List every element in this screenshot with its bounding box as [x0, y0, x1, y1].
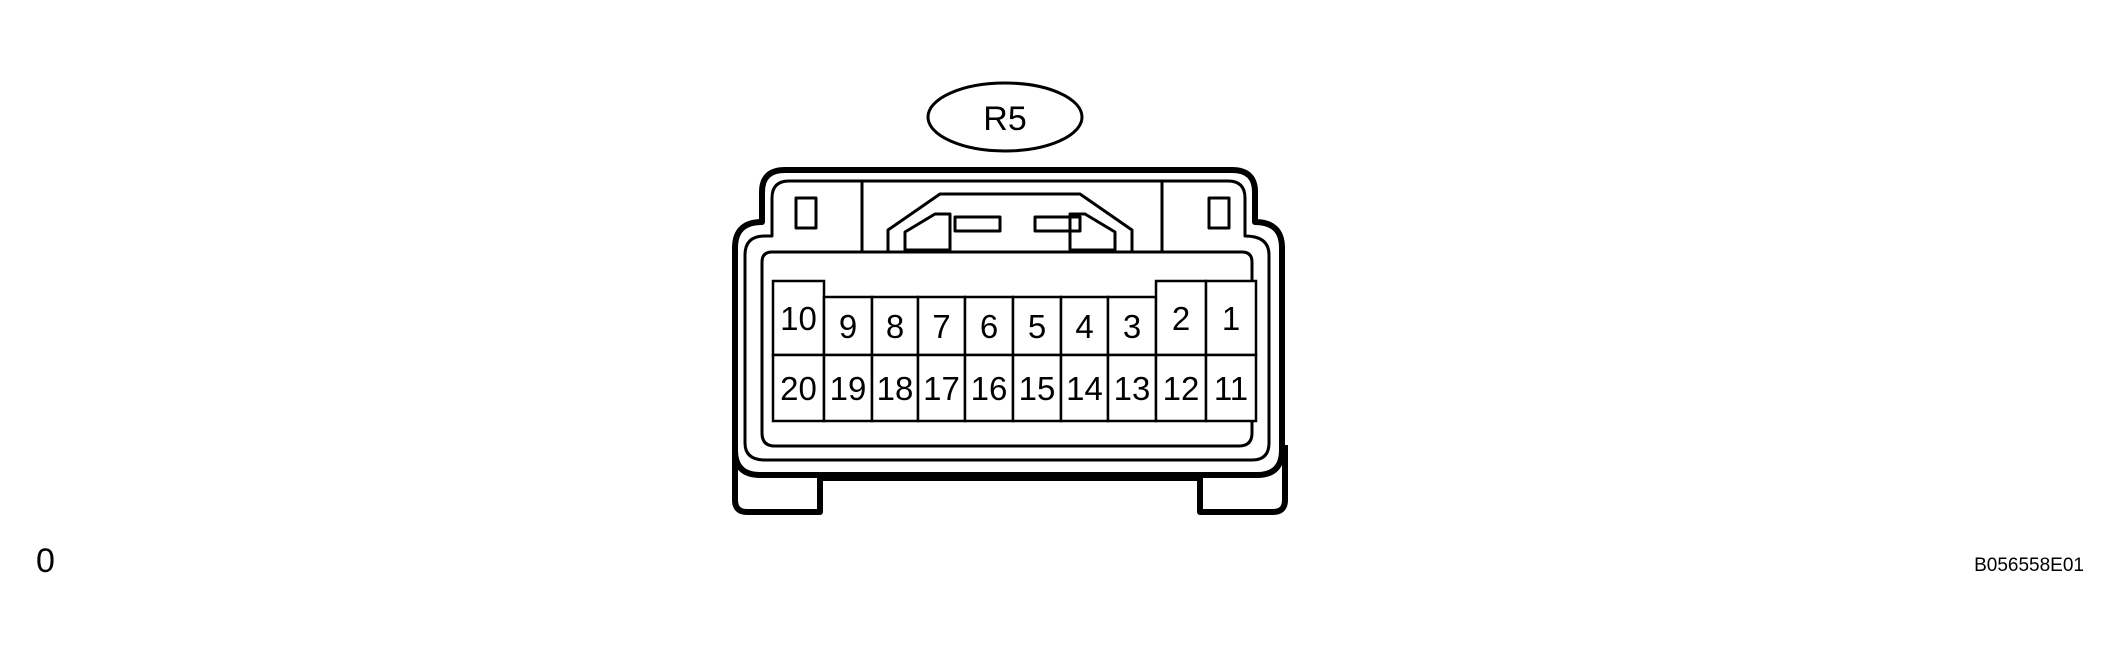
- pin-18-cell: [870, 353, 920, 423]
- pin-2-cell: [1154, 279, 1208, 357]
- pin-13-label: 13: [1114, 370, 1151, 407]
- pin-19-cell: [822, 353, 874, 423]
- connector-label-text: R5: [983, 100, 1026, 138]
- pin-6-label: 6: [980, 308, 998, 345]
- pin-12-label: 12: [1163, 370, 1200, 407]
- pin-17-cell: [916, 353, 967, 423]
- right-lock-slot: [1207, 196, 1231, 230]
- latch-window-right: [1033, 215, 1082, 233]
- pin-19-label: 19: [830, 370, 867, 407]
- pin-8-label: 8: [886, 308, 904, 345]
- pin-20-label: 20: [780, 370, 817, 407]
- pin-14-label: 14: [1066, 370, 1103, 407]
- housing-outer: [732, 167, 1285, 478]
- pin-11-cell: [1204, 353, 1258, 423]
- pin-13-cell: [1106, 353, 1158, 423]
- pin-16-label: 16: [971, 370, 1008, 407]
- pin-12-cell: [1154, 353, 1208, 423]
- housing-flange: [732, 445, 1288, 515]
- pin-cavity: [760, 250, 1254, 448]
- label-ellipse: [926, 81, 1084, 153]
- latch-left-tab: [903, 212, 952, 252]
- pin-15-cell: [1011, 353, 1063, 423]
- pin-11-label: 11: [1214, 370, 1248, 407]
- connector-housing: [732, 167, 1288, 515]
- pin-20-cell: [771, 353, 826, 423]
- pin-4-label: 4: [1075, 308, 1093, 345]
- pin-1-label: 1: [1222, 300, 1240, 337]
- latch-window-left: [953, 215, 1002, 233]
- left-lock-slot: [794, 196, 818, 230]
- pin-1-cell: [1204, 279, 1258, 357]
- pin-9-label: 9: [839, 308, 857, 345]
- pin-2-label: 2: [1172, 300, 1190, 337]
- pin-4-cell: [1059, 295, 1110, 357]
- pin-16-cell: [963, 353, 1015, 423]
- pin-18-label: 18: [877, 370, 914, 407]
- pin-17-label: 17: [923, 370, 960, 407]
- latch-right-tab: [1068, 212, 1117, 252]
- pin-15-label: 15: [1019, 370, 1056, 407]
- pin-3-label: 3: [1123, 308, 1141, 345]
- latch-outline: [886, 192, 1134, 252]
- corner-mark: 0: [36, 542, 55, 580]
- figure-code: B056558E01: [1974, 555, 2084, 576]
- connector-label: R5: [926, 81, 1084, 153]
- pin-10-label: 10: [780, 300, 817, 337]
- pin-3-cell: [1106, 295, 1158, 357]
- pin-5-label: 5: [1028, 308, 1046, 345]
- housing-inner: [743, 179, 1271, 462]
- pin-7-label: 7: [932, 308, 950, 345]
